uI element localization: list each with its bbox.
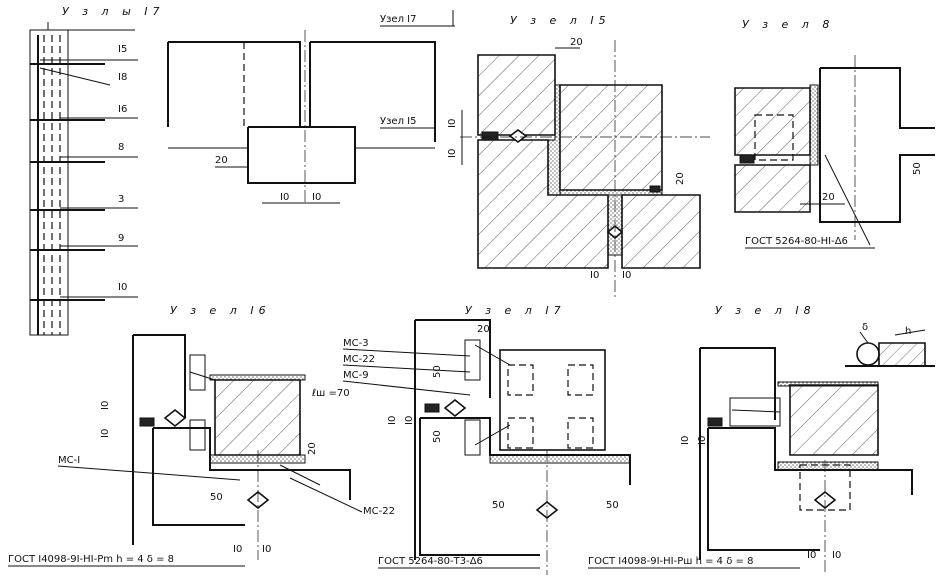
- overview-title: У з л ы I7: [62, 5, 165, 18]
- node-i5-dim-10-b: I0: [447, 149, 458, 158]
- node-i8-dim-10-b: I0: [697, 436, 708, 445]
- elevation-node-i7-label: Узел I7: [380, 14, 416, 25]
- node-i7-title: У з е л I7: [465, 304, 566, 317]
- node-i6-dim-50: 50: [210, 492, 223, 503]
- node-i7-label-mc-9: MC-9: [343, 370, 369, 381]
- elevation-dim-10a: I0: [280, 192, 289, 203]
- node-i6-title: У з е л I6: [170, 304, 271, 317]
- elevation-view: Узел I7 Узел I5 20 I0 I0: [167, 10, 455, 205]
- node-i6-detail: У з е л I6 ℓш =70 I0 I0 20 MC-I 50 MC-22…: [8, 304, 395, 567]
- node-i7-label-mc-22: MC-22: [343, 354, 375, 365]
- node-i7-dim-50-c: 50: [492, 500, 505, 511]
- node-i7-dim-50-a: 50: [432, 365, 443, 378]
- upper-panel-section: [477, 54, 556, 136]
- node-i6-dim-10-a: I0: [100, 401, 111, 410]
- node-i7-label-mc-3: MC-3: [343, 338, 369, 349]
- node-i6-dim-10-d: I0: [262, 544, 271, 555]
- elevation-dim-10b: I0: [312, 192, 321, 203]
- sealant-strip: [481, 131, 499, 141]
- node-i6-dim-20: 20: [307, 442, 318, 455]
- elevation-dim-20: 20: [215, 155, 228, 166]
- column-section: [499, 349, 606, 451]
- node-i7-dim-50-d: 50: [606, 500, 619, 511]
- node-i7-dim-10-a: I0: [387, 416, 398, 425]
- node-i8-gost: ГОСТ I4098-9I-HI-Pш h = 4 δ = 8: [588, 556, 753, 567]
- overview-elevation: У з л ы I7 I5 I8 I6 8 3 9 I0: [29, 5, 165, 336]
- node-i7-detail: У з е л I7 20 MC-3 MC-22 MC-9 50 I0 I0 5…: [342, 304, 631, 575]
- node-i7-gost: ГОСТ 5264-80-T3-Δ6: [378, 556, 483, 567]
- node-i5-title: У з е л I5: [510, 14, 611, 27]
- node-8-gost: ГОСТ 5264-80-HI-Δ6: [745, 236, 848, 247]
- overview-node-9: 9: [118, 233, 124, 244]
- fillet-weld-dim-delta: δ: [862, 322, 868, 333]
- node-8-detail: У з е л 8 50 20 ГОСТ 5264-80-HI-Δ6: [734, 18, 935, 249]
- node-i5-dim-10-d: I0: [622, 270, 631, 281]
- node-i6-label-mc-1: MC-I: [58, 455, 80, 466]
- fillet-weld-dim-h: h: [905, 326, 911, 337]
- node-i5-dim-20-right: 20: [675, 172, 686, 185]
- node-i6-dim-10-c: I0: [233, 544, 242, 555]
- node-i6-weld-length: ℓш =70: [312, 388, 350, 399]
- column-section: [214, 379, 301, 456]
- overview-node-i5: I5: [118, 44, 127, 55]
- node-i8-dim-10-c: I0: [807, 550, 816, 561]
- node-i8-detail: У з е л I8 I0 I0 I0 I0 ГОСТ I4098-9I-HI-…: [588, 304, 935, 575]
- node-i6-label-mc-22: MC-22: [363, 506, 395, 517]
- elevation-node-i5-label: Узел I5: [380, 116, 416, 127]
- right-panel-section: [621, 194, 701, 269]
- node-i8-dim-10-a: I0: [680, 436, 691, 445]
- overview-node-3: 3: [118, 194, 124, 205]
- node-i5-dim-10-c: I0: [590, 270, 599, 281]
- node-i5-detail: У з е л I5 20 I0 I0 20 I0 I0: [447, 14, 710, 300]
- node-i7-dim-20: 20: [477, 324, 490, 335]
- node-8-title: У з е л 8: [742, 18, 834, 31]
- overview-node-i6: I6: [118, 104, 127, 115]
- column-section: [789, 384, 879, 456]
- node-8-dim-20: 20: [822, 192, 835, 203]
- node-i6-gost: ГОСТ I4098-9I-HI-Pm h = 4 δ = 8: [8, 554, 174, 565]
- overview-node-8: 8: [118, 142, 124, 153]
- column-panel: [29, 29, 69, 336]
- column-section: [559, 84, 663, 191]
- node-i7-dim-10-b: I0: [404, 416, 415, 425]
- fillet-weld-detail: δ h: [845, 322, 935, 367]
- node-i6-dim-10-b: I0: [100, 429, 111, 438]
- overview-node-i0: I0: [118, 282, 127, 293]
- overview-node-i8: I8: [118, 72, 127, 83]
- node-i8-dim-10-d: I0: [832, 550, 841, 561]
- node-i5-dim-20-top: 20: [570, 37, 583, 48]
- node-i7-dim-50-b: 50: [432, 430, 443, 443]
- node-8-dim-50: 50: [912, 162, 923, 175]
- node-i5-dim-10-a: I0: [447, 119, 458, 128]
- node-i8-title: У з е л I8: [715, 304, 816, 317]
